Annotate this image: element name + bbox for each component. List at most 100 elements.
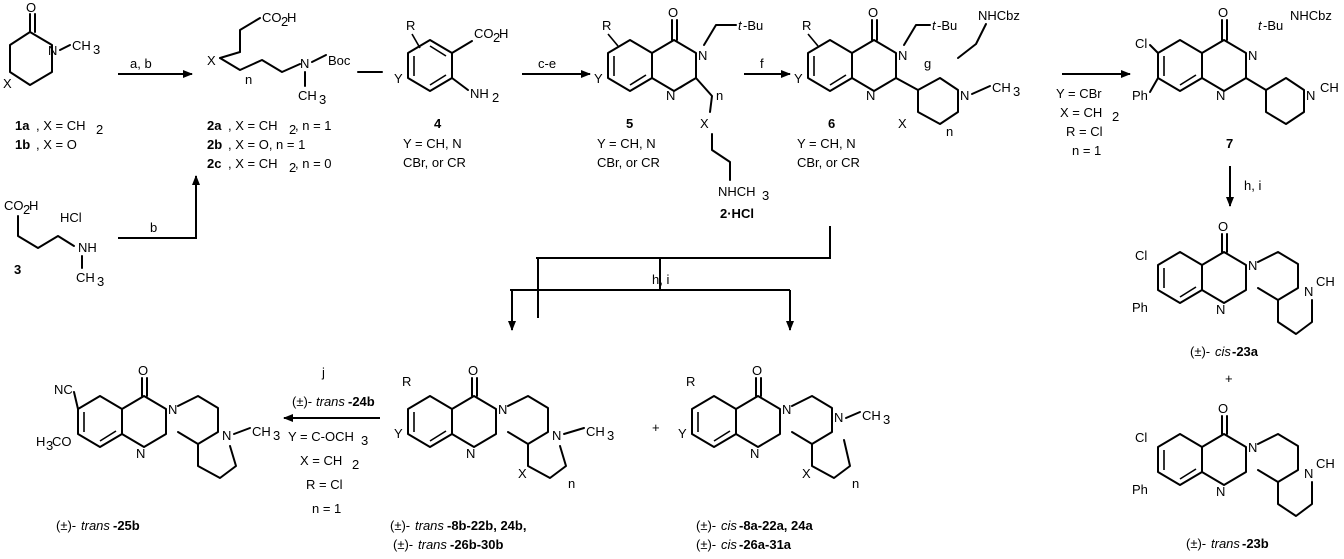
label-2a: 2a bbox=[207, 118, 222, 133]
svg-text:3: 3 bbox=[1013, 84, 1020, 99]
svg-text:N: N bbox=[1216, 302, 1225, 317]
svg-text:R: R bbox=[686, 374, 695, 389]
svg-text:Y: Y bbox=[594, 71, 603, 86]
svg-text:, n = 0: , n = 0 bbox=[295, 156, 332, 171]
svg-text:N: N bbox=[960, 88, 969, 103]
label-23b: -23b bbox=[1242, 536, 1269, 551]
svg-text:CO: CO bbox=[52, 434, 72, 449]
svg-text:N: N bbox=[1216, 484, 1225, 499]
j-conditions: (±)- trans -24b Y = C-OCH 3 X = CH 2 R =… bbox=[288, 394, 375, 516]
arrow-step2 bbox=[118, 175, 200, 239]
svg-text:(±)-: (±)- bbox=[696, 537, 716, 552]
svg-text:CH: CH bbox=[1320, 80, 1339, 95]
svg-text:N: N bbox=[1306, 88, 1315, 103]
label-23a: -23a bbox=[1232, 344, 1259, 359]
compound-1-structure: O N CH 3 X bbox=[3, 0, 100, 91]
svg-text:2: 2 bbox=[493, 30, 500, 45]
svg-text:X: X bbox=[898, 116, 907, 131]
svg-text:, X = CH: , X = CH bbox=[228, 118, 278, 133]
svg-text:, n = 1: , n = 1 bbox=[295, 118, 332, 133]
svg-text:N: N bbox=[498, 402, 507, 417]
svg-text:O: O bbox=[468, 363, 478, 378]
svg-text:2: 2 bbox=[352, 457, 359, 472]
svg-text:Ph: Ph bbox=[1132, 482, 1148, 497]
svg-text:t: t bbox=[932, 18, 937, 33]
compound-2-labels: 2a , X = CH 2 , n = 1 2b , X = O, n = 1 … bbox=[207, 118, 332, 175]
svg-text:N: N bbox=[300, 56, 309, 71]
plus-sign-right: + bbox=[1225, 371, 1233, 386]
reagent-b: b bbox=[150, 220, 157, 235]
label-1b: 1b bbox=[15, 137, 30, 152]
svg-text:trans: trans bbox=[418, 537, 447, 552]
svg-text:trans: trans bbox=[1211, 536, 1240, 551]
plus-sign-middle: + bbox=[652, 420, 660, 435]
svg-text:Y: Y bbox=[678, 426, 687, 441]
reagent-h-i-top: h, i bbox=[1244, 178, 1261, 193]
svg-text:H: H bbox=[36, 434, 45, 449]
svg-text:NHCbz: NHCbz bbox=[1290, 8, 1332, 23]
svg-text:CO: CO bbox=[262, 10, 282, 25]
compound-4-structure: R CO 2 H NH 2 Y bbox=[394, 18, 508, 105]
svg-text:N: N bbox=[1248, 258, 1257, 273]
reagent-f: f bbox=[760, 56, 764, 71]
reagent-c-e: c-e bbox=[538, 56, 556, 71]
svg-text:O: O bbox=[868, 5, 878, 20]
svg-text:CBr, or CR: CBr, or CR bbox=[403, 155, 466, 170]
compound-23a-structure: O N N N CH Cl Ph bbox=[1132, 219, 1335, 335]
svg-text:Y: Y bbox=[394, 71, 403, 86]
label-23a-prefix: (±)- bbox=[1190, 344, 1210, 359]
label-3: 3 bbox=[14, 262, 21, 277]
svg-text:NH: NH bbox=[78, 240, 97, 255]
svg-text:N: N bbox=[1248, 440, 1257, 455]
svg-text:H: H bbox=[287, 10, 296, 25]
svg-text:X: X bbox=[518, 466, 527, 481]
svg-text:-24b: -24b bbox=[348, 394, 375, 409]
compound-5-structure: O N N t -Bu R Y n X NHCH 3 bbox=[594, 5, 769, 203]
svg-text:N: N bbox=[1304, 466, 1313, 481]
svg-text:-Bu: -Bu bbox=[743, 18, 763, 33]
svg-text:Ph: Ph bbox=[1132, 300, 1148, 315]
svg-text:N: N bbox=[782, 402, 791, 417]
svg-text:, X = O, n = 1: , X = O, n = 1 bbox=[228, 137, 305, 152]
svg-text:CH: CH bbox=[1316, 456, 1335, 471]
svg-text:N: N bbox=[222, 428, 231, 443]
svg-text:n: n bbox=[946, 124, 953, 139]
svg-text:-Bu: -Bu bbox=[1263, 18, 1283, 33]
svg-text:N: N bbox=[834, 410, 843, 425]
compound-trans-8b-structure: O N N N CH 3 X n R Y bbox=[394, 363, 614, 491]
svg-text:N: N bbox=[1304, 284, 1313, 299]
svg-text:n = 1: n = 1 bbox=[312, 501, 341, 516]
label-5: 5 bbox=[626, 116, 633, 131]
g-conditions: Y = CBr X = CH 2 R = Cl n = 1 bbox=[1056, 86, 1119, 158]
svg-text:Y = CH, N: Y = CH, N bbox=[797, 136, 856, 151]
svg-text:H: H bbox=[499, 26, 508, 41]
svg-text:2: 2 bbox=[281, 14, 288, 29]
svg-text:N: N bbox=[898, 48, 907, 63]
svg-text:N: N bbox=[552, 428, 561, 443]
label-2c: 2c bbox=[207, 156, 221, 171]
atom-ch3: CH bbox=[72, 38, 91, 53]
svg-text:X = CH: X = CH bbox=[1060, 105, 1102, 120]
label-2b: 2b bbox=[207, 137, 222, 152]
svg-text:Y = CH, N: Y = CH, N bbox=[597, 136, 656, 151]
svg-text:2: 2 bbox=[289, 122, 296, 137]
svg-text:trans: trans bbox=[316, 394, 345, 409]
svg-text:NC: NC bbox=[54, 382, 73, 397]
reagent-g: g bbox=[924, 56, 931, 71]
svg-text:(±)-: (±)- bbox=[292, 394, 312, 409]
atom-x2: X bbox=[207, 53, 216, 68]
svg-text:n = 1: n = 1 bbox=[1072, 143, 1101, 158]
svg-text:Y = C-OCH: Y = C-OCH bbox=[288, 429, 354, 444]
svg-text:N: N bbox=[168, 402, 177, 417]
svg-text:Cl: Cl bbox=[1135, 248, 1147, 263]
svg-text:(±)-: (±)- bbox=[393, 537, 413, 552]
svg-text:n: n bbox=[568, 476, 575, 491]
svg-text:CH: CH bbox=[76, 270, 95, 285]
svg-text:HCl: HCl bbox=[60, 210, 82, 225]
svg-text:CH: CH bbox=[298, 88, 317, 103]
svg-text:cis: cis bbox=[721, 537, 737, 552]
svg-text:3: 3 bbox=[273, 428, 280, 443]
compound-7-structure: O N N t -Bu NHCbz N CH Cl Ph bbox=[1132, 5, 1339, 125]
svg-text:3: 3 bbox=[883, 412, 890, 427]
